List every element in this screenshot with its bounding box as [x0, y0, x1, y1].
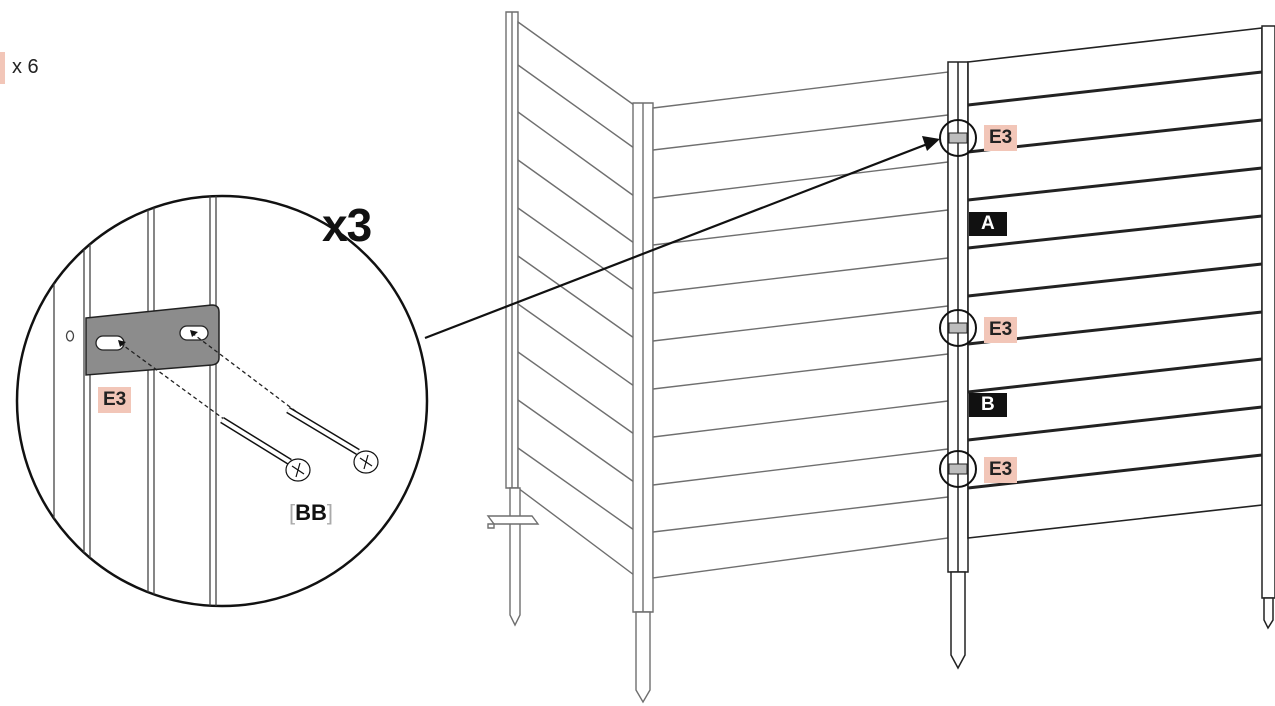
post-brackets	[948, 132, 968, 475]
screw-1	[220, 417, 311, 482]
screw-2	[286, 406, 379, 474]
detail-bracket-tag: E3	[98, 387, 132, 413]
fence-bracket-tag-top: E3	[984, 125, 1018, 151]
middle-post	[632, 102, 654, 704]
panel-label-b: B	[969, 393, 1007, 417]
quantity-label: x 6	[12, 56, 39, 78]
right-post	[947, 61, 969, 670]
middle-fence-panel	[652, 71, 949, 579]
screw-label-open-bracket: [	[289, 500, 296, 525]
detail-multiplier: x3	[322, 199, 372, 251]
bracket-circle-mid	[939, 309, 977, 347]
fence-bracket-tag-low: E3	[984, 457, 1018, 483]
screw-label-text: BB	[295, 500, 327, 525]
quantity-color-chip	[0, 52, 5, 84]
detail-magnifier	[15, 194, 429, 608]
panel-label-a: A	[969, 212, 1007, 236]
bracket-circle-low	[939, 450, 977, 488]
fence-bracket-tag-mid: E3	[984, 317, 1018, 343]
bracket-circle-top	[939, 119, 977, 157]
far-right-post	[1261, 25, 1275, 630]
right-fence-panel	[967, 27, 1263, 539]
left-fence-panel	[486, 11, 635, 627]
screw-part-label: [BB]	[289, 500, 333, 526]
bracket-callout-circles	[939, 119, 977, 488]
detail-bracket-plate	[85, 304, 220, 376]
leader-arrow	[424, 136, 940, 340]
screw-label-close-bracket: ]	[326, 500, 334, 525]
